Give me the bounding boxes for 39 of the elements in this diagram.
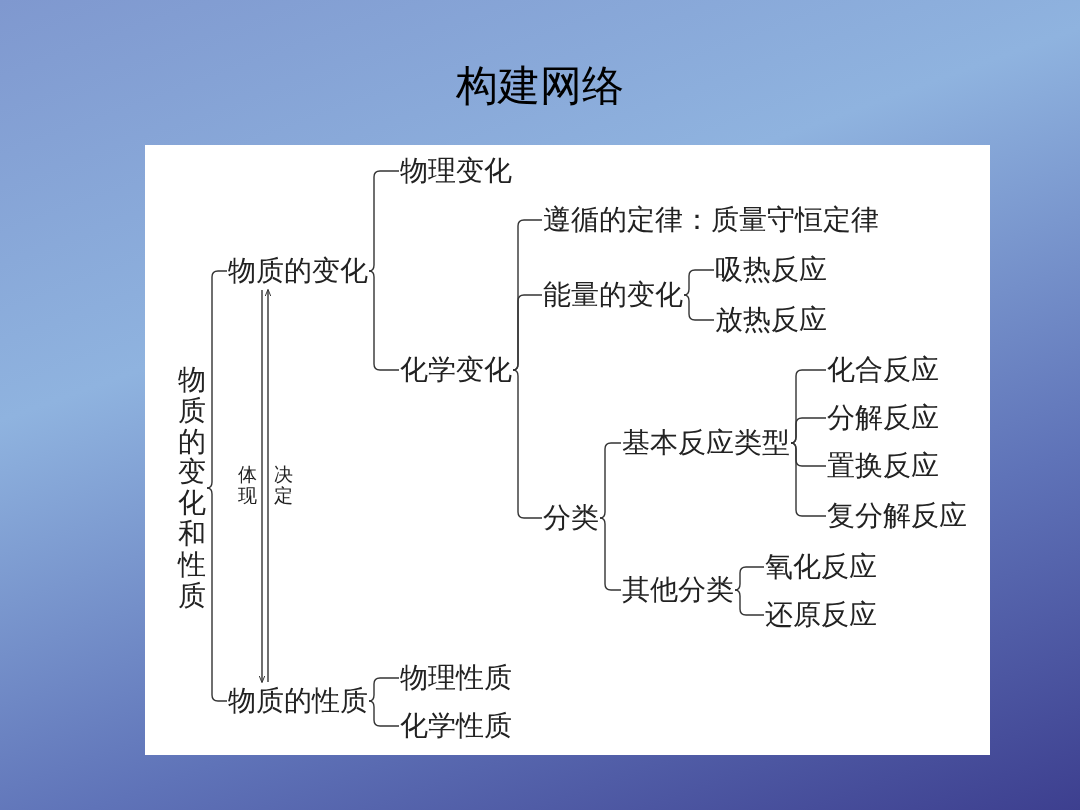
brace-connector	[790, 417, 827, 444]
brace-connector	[683, 294, 715, 321]
topic-label: 物理性质	[400, 662, 512, 695]
topic-label: 物质的性质	[228, 685, 368, 718]
topic-label: 分类	[543, 502, 599, 535]
brace-connector	[368, 677, 400, 702]
title: 构建网络	[456, 63, 624, 109]
brace-connector	[368, 700, 400, 727]
arrow	[264, 288, 272, 683]
edge-label: 体现	[238, 465, 257, 507]
topic-label: 化学变化	[400, 354, 512, 387]
brace-connector	[512, 369, 543, 519]
brace-connector	[790, 442, 827, 517]
brace-connector	[599, 442, 622, 519]
topic-label: 基本反应类型	[622, 427, 790, 460]
brace-connector	[734, 589, 765, 616]
topic-label: 遵循的定律：质量守恒定律	[543, 204, 879, 237]
topic-label: 化合反应	[827, 354, 939, 387]
root-topic-label: 物质的变化和性质	[178, 365, 206, 612]
brace-connector	[512, 294, 543, 371]
brace-connector	[683, 269, 715, 296]
topic-label: 分解反应	[827, 402, 939, 435]
brace-connector	[734, 566, 765, 591]
brace-connector	[368, 170, 400, 272]
edge-label: 决定	[274, 465, 293, 507]
topic-label: 氧化反应	[765, 551, 877, 584]
topic-label: 能量的变化	[543, 279, 683, 312]
topic-label: 还原反应	[765, 599, 877, 632]
brace-connector	[599, 517, 622, 591]
arrow	[258, 289, 266, 684]
topic-label: 吸热反应	[715, 254, 827, 287]
topic-label: 放热反应	[715, 304, 827, 337]
topic-label: 置换反应	[827, 450, 939, 483]
brace-connector	[368, 270, 400, 371]
topic-label: 复分解反应	[827, 500, 967, 533]
topic-label: 其他分类	[622, 574, 734, 607]
topic-label: 物质的变化	[228, 255, 368, 288]
topic-label: 物理变化	[400, 155, 512, 188]
topic-label: 化学性质	[400, 710, 512, 743]
